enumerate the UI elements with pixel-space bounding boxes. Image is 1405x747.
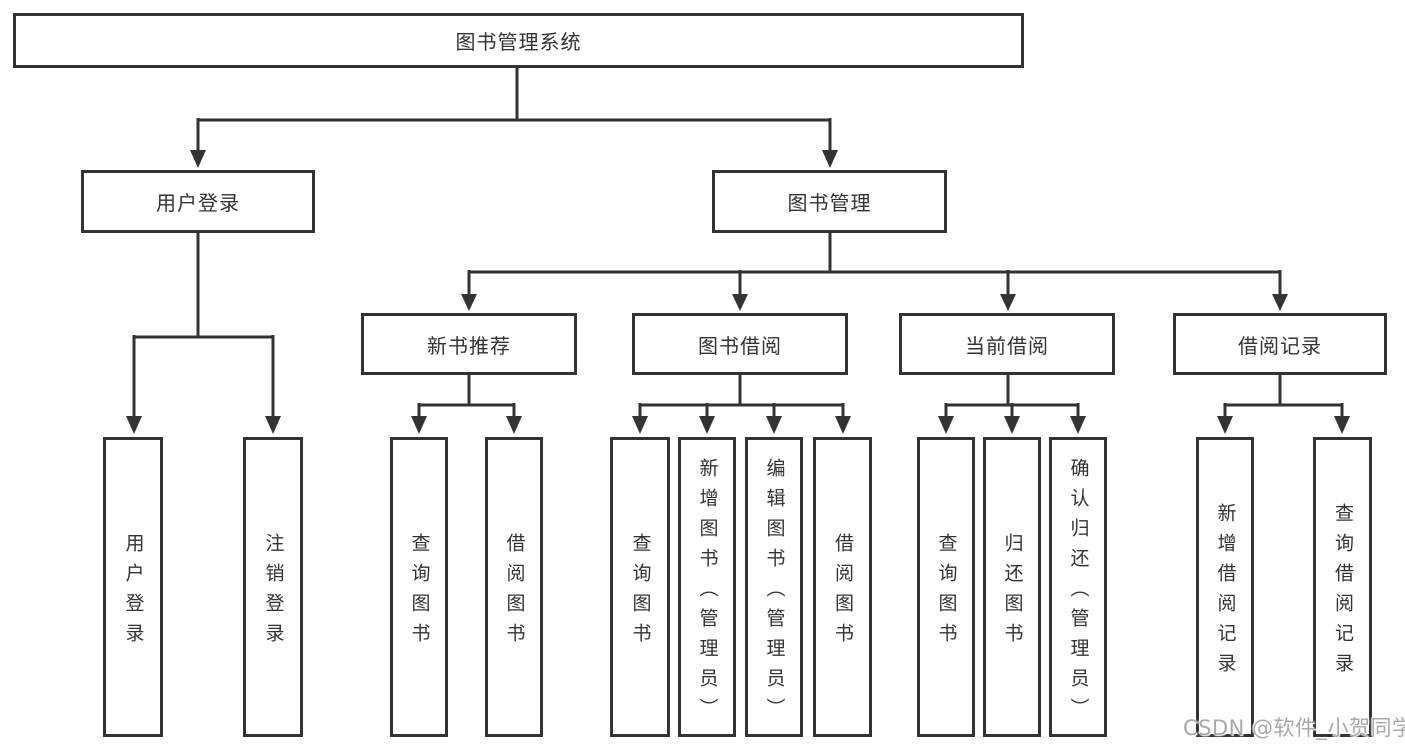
- node-label: 查询借阅记录: [1332, 502, 1354, 683]
- node-label: 图书借阅: [698, 333, 782, 358]
- node-label: 编辑图书（管理员）: [763, 457, 786, 728]
- leaf-edit-books-admin: 编辑图书（管理员）: [745, 437, 803, 737]
- leaf-add-books-admin: 新增图书（管理员）: [678, 437, 736, 737]
- leaf-newbook-borrow-books: 借阅图书: [485, 437, 543, 737]
- node-book-borrowing: 图书借阅: [632, 313, 848, 375]
- node-book-management: 图书管理: [712, 170, 947, 233]
- node-label: 用户登录: [122, 532, 145, 653]
- leaf-logout: 注销登录: [243, 437, 303, 737]
- leaf-return-books: 归还图书: [983, 437, 1041, 737]
- node-user-login-module: 用户登录: [81, 170, 315, 233]
- node-label: 查询图书: [629, 532, 652, 653]
- leaf-current-query-books: 查询图书: [917, 437, 975, 737]
- node-label: 归还图书: [1001, 532, 1024, 653]
- node-label: 图书管理: [787, 191, 872, 215]
- node-label: 借阅记录: [1238, 333, 1322, 358]
- node-label: 新增借阅记录: [1214, 502, 1237, 683]
- node-label: 确认归还（管理员）: [1067, 457, 1090, 728]
- node-library-management-system: 图书管理系统: [13, 13, 1024, 68]
- node-label: 新增图书（管理员）: [696, 457, 719, 728]
- csdn-watermark: CSDN @软件_小贺同学: [1183, 716, 1405, 740]
- node-label: 查询图书: [935, 532, 958, 653]
- leaf-query-borrow-record: 查询借阅记录: [1313, 437, 1372, 737]
- node-label: 图书管理系统: [455, 30, 582, 54]
- connector-user-login-to-leaves: [126, 233, 281, 434]
- connector-book-management-to-level3: [461, 233, 1288, 311]
- connector-borrow-records-to-leaves: [1217, 375, 1350, 434]
- connector-current-borrow-to-leaves: [938, 375, 1086, 434]
- node-current-borrowing: 当前借阅: [899, 313, 1115, 375]
- leaf-borrow-books: 借阅图书: [813, 437, 872, 737]
- connector-root-to-level2: [190, 68, 838, 168]
- node-label: 查询图书: [408, 532, 431, 653]
- leaf-user-login: 用户登录: [103, 437, 163, 737]
- node-label: 借阅图书: [832, 532, 854, 653]
- node-label: 当前借阅: [965, 333, 1049, 358]
- leaf-confirm-return-admin: 确认归还（管理员）: [1049, 437, 1107, 737]
- connector-new-book-to-leaves: [411, 375, 522, 434]
- leaf-newbook-query-books: 查询图书: [390, 437, 448, 737]
- node-label: 借阅图书: [503, 532, 526, 653]
- node-borrowing-records: 借阅记录: [1173, 313, 1387, 375]
- connector-book-borrow-to-leaves: [632, 375, 851, 434]
- node-label: 注销登录: [262, 532, 285, 653]
- node-new-book-recommendation: 新书推荐: [361, 313, 577, 375]
- node-label: 用户登录: [156, 191, 240, 215]
- node-label: 新书推荐: [427, 333, 511, 358]
- leaf-borrow-query-books: 查询图书: [610, 437, 670, 737]
- leaf-add-borrow-record: 新增借阅记录: [1196, 437, 1254, 737]
